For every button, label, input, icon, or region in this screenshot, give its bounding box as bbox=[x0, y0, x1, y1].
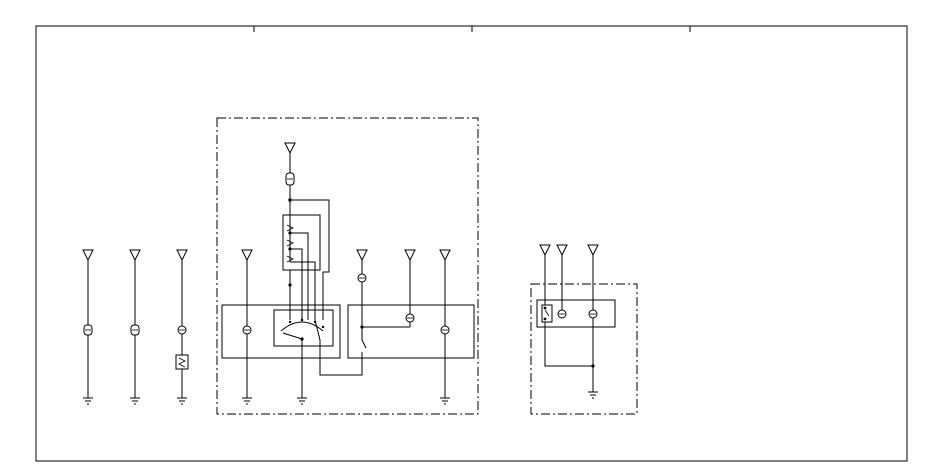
power-terminal-icon bbox=[404, 249, 416, 262]
resistor-icon bbox=[286, 255, 294, 263]
power-terminal-icon bbox=[356, 249, 368, 262]
dial-needle-icon bbox=[282, 332, 303, 340]
diagram-frame bbox=[35, 25, 908, 462]
right-module-boundary bbox=[530, 283, 638, 415]
power-terminal-icon bbox=[129, 249, 141, 262]
power-terminal-icon bbox=[82, 249, 94, 262]
switch-unit bbox=[347, 304, 475, 376]
central-grounds bbox=[242, 397, 450, 405]
power-terminal-icon bbox=[587, 244, 599, 257]
main-supply bbox=[284, 142, 330, 320]
switch-unit-frame bbox=[347, 304, 475, 359]
power-terminal-icon bbox=[539, 244, 551, 257]
gauge-unit-frame bbox=[221, 304, 341, 359]
switch-contact-icon bbox=[348, 327, 367, 376]
gauge-unit bbox=[221, 304, 348, 398]
resistor-icon bbox=[175, 354, 189, 370]
power-terminal-icon bbox=[439, 249, 451, 262]
resistor-block bbox=[282, 214, 321, 320]
central-module-boundary bbox=[216, 117, 479, 415]
power-terminal-icon bbox=[241, 249, 253, 262]
power-terminal-icon bbox=[556, 244, 568, 257]
sensor-branch-3 bbox=[175, 249, 189, 405]
right-unit-frame bbox=[536, 299, 616, 328]
resistor-icon bbox=[286, 239, 294, 247]
power-terminal-icon bbox=[284, 142, 296, 155]
right-module bbox=[536, 244, 616, 399]
dial-arc-icon bbox=[280, 321, 324, 332]
gauge-panel bbox=[273, 309, 334, 347]
sensor-branch-1 bbox=[82, 249, 94, 405]
supply-arrows bbox=[241, 249, 451, 398]
sensor-branch-2 bbox=[129, 249, 141, 405]
resistor-icon bbox=[286, 224, 294, 232]
switch-contact-icon bbox=[541, 304, 553, 323]
power-terminal-icon bbox=[176, 249, 188, 262]
